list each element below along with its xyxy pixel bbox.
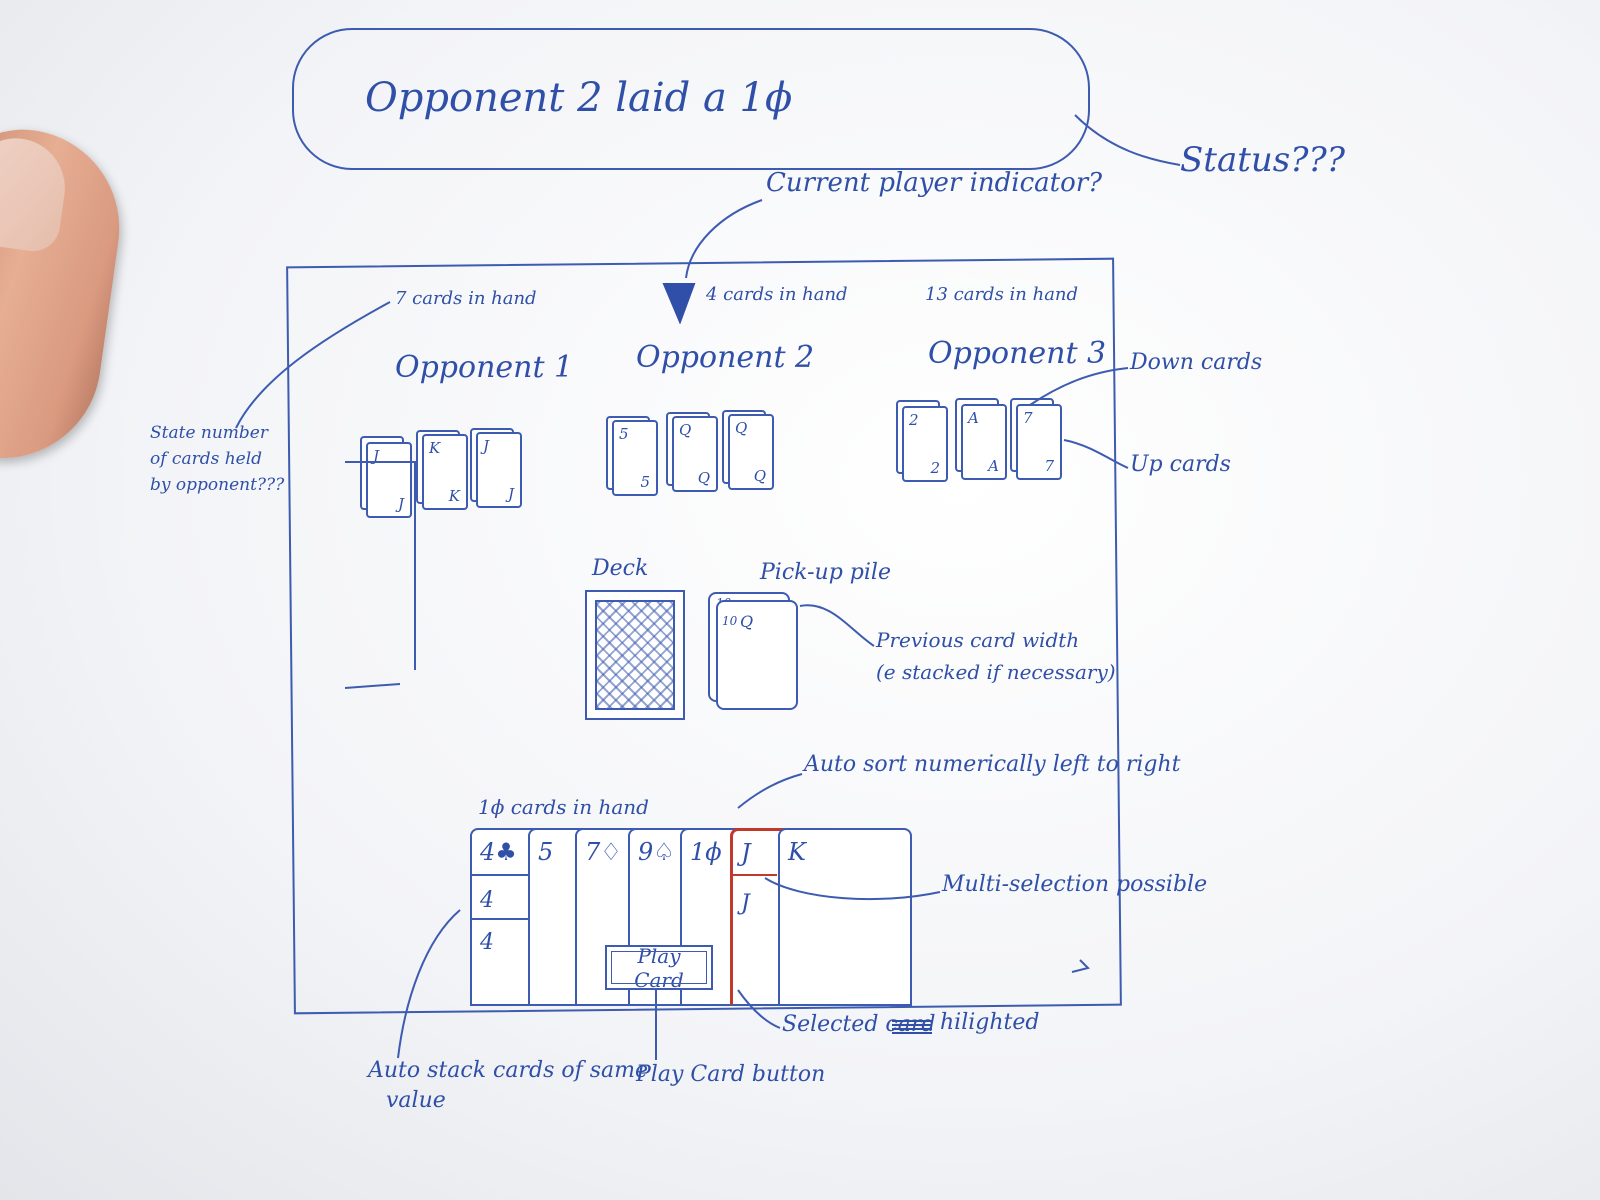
previous-card-annotation: Previous card width [876,628,1080,652]
status-annotation: Status??? [1180,140,1345,180]
opponent-1-name: Opponent 1 [395,350,574,385]
auto-stack-annotation-2: value [386,1088,446,1113]
opponent-3-count: 13 cards in hand [925,284,1079,305]
player-card-count: 1ϕ cards in hand [478,795,649,819]
deck-label: Deck [592,556,649,581]
status-message: Opponent 2 laid a 1ϕ [365,75,793,121]
multi-select-annotation: Multi-selection possible [942,872,1208,897]
opponent-1-count: 7 cards in hand [395,288,537,309]
up-cards-connector [1063,439,1129,469]
opponent-3-name: Opponent 3 [928,336,1107,371]
state-number-connector [235,301,391,429]
deck-pile[interactable] [585,590,685,720]
scribble-mark [892,1020,932,1034]
multi-select-connector [764,877,941,901]
current-player-connector [685,199,763,279]
play-card-button[interactable]: Play Card [605,944,713,992]
stack-divider [470,874,528,876]
auto-sort-connector [737,773,803,809]
previous-card-annotation-2: (e stacked if necessary) [876,660,1116,684]
deck-guide-line [344,683,401,689]
hilighted-annotation: hilighted [940,1010,1040,1035]
selection-divider [733,874,777,876]
current-player-icon [662,283,696,324]
state-number-annotation: State number of cards held by opponent??… [150,423,285,495]
table-corner-arrow [1071,959,1090,973]
auto-stack-connector [397,909,461,1059]
auto-stack-annotation: Auto stack cards of same [368,1058,649,1083]
opponent-1-hand-line [345,461,416,670]
current-player-annotation: Current player indicator? [766,168,1103,198]
status-connector [1074,114,1181,166]
previous-card-connector [799,604,875,647]
hand-card-king[interactable]: K [778,828,912,1006]
up-cards-annotation: Up cards [1130,452,1231,477]
down-cards-annotation: Down cards [1130,350,1263,375]
opponent-2-name: Opponent 2 [636,340,815,375]
auto-sort-annotation: Auto sort numerically left to right [804,752,1181,777]
down-cards-connector [1029,367,1129,406]
selected-card-connector [737,989,781,1029]
stack-divider [470,918,528,920]
pickup-pile-label: Pick-up pile [760,560,891,585]
status-bar [292,28,1090,170]
opponent-2-count: 4 cards in hand [706,284,848,305]
play-card-button-annotation: Play Card button [636,1062,826,1087]
